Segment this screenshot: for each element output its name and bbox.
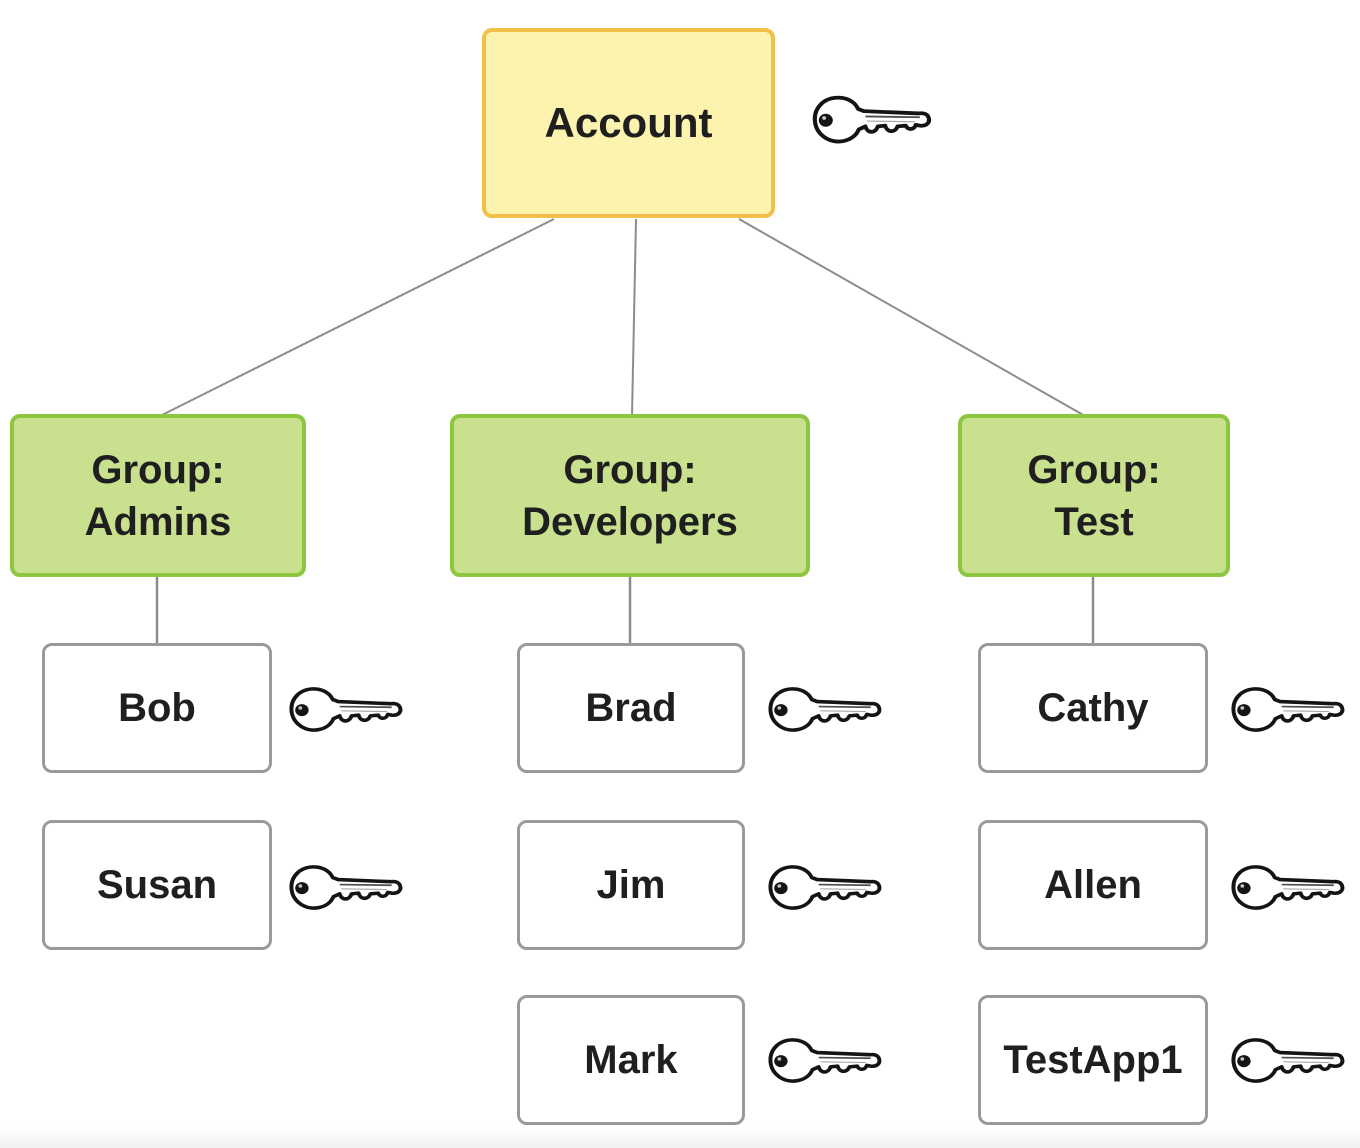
- group-label-developers: Group: Developers: [522, 447, 738, 544]
- group-node-test: Group: Test: [958, 414, 1230, 577]
- user-label-brad: Brad: [585, 685, 677, 730]
- user-label-susan: Susan: [96, 862, 218, 907]
- user-key-icon-allen: [1231, 864, 1345, 911]
- user-key-icon-jim: [768, 864, 882, 911]
- user-node-brad: Brad: [517, 643, 745, 773]
- user-label-mark: Mark: [584, 1037, 678, 1082]
- group-node-admins: Group: Admins: [10, 414, 306, 577]
- user-label-testapp1: TestApp1: [1003, 1037, 1183, 1082]
- user-key-icon-testapp1: [1231, 1037, 1345, 1084]
- user-label-allen: Allen: [1044, 862, 1142, 907]
- user-node-allen: Allen: [978, 820, 1208, 950]
- user-node-susan: Susan: [42, 820, 272, 950]
- group-node-developers: Group: Developers: [450, 414, 810, 577]
- account-key-icon: [806, 86, 938, 150]
- user-label-cathy: Cathy: [1037, 685, 1149, 730]
- user-key-icon-susan: [289, 864, 403, 911]
- group-label-admins: Group: Admins: [84, 447, 232, 544]
- user-node-cathy: Cathy: [978, 643, 1208, 773]
- group-label-test: Group: Test: [1027, 447, 1161, 544]
- user-key-icon-brad: [768, 686, 882, 733]
- user-key-icon-bob: [289, 686, 403, 733]
- user-key-icon-mark: [768, 1037, 882, 1084]
- page-bottom-fade: [0, 1126, 1360, 1148]
- user-label-jim: Jim: [596, 862, 666, 907]
- user-node-mark: Mark: [517, 995, 745, 1125]
- user-key-icon-cathy: [1231, 686, 1345, 733]
- account-label: Account: [544, 99, 713, 146]
- user-node-testapp1: TestApp1: [978, 995, 1208, 1125]
- user-label-bob: Bob: [118, 685, 196, 730]
- user-node-jim: Jim: [517, 820, 745, 950]
- account-node: Account: [482, 28, 775, 218]
- user-node-bob: Bob: [42, 643, 272, 773]
